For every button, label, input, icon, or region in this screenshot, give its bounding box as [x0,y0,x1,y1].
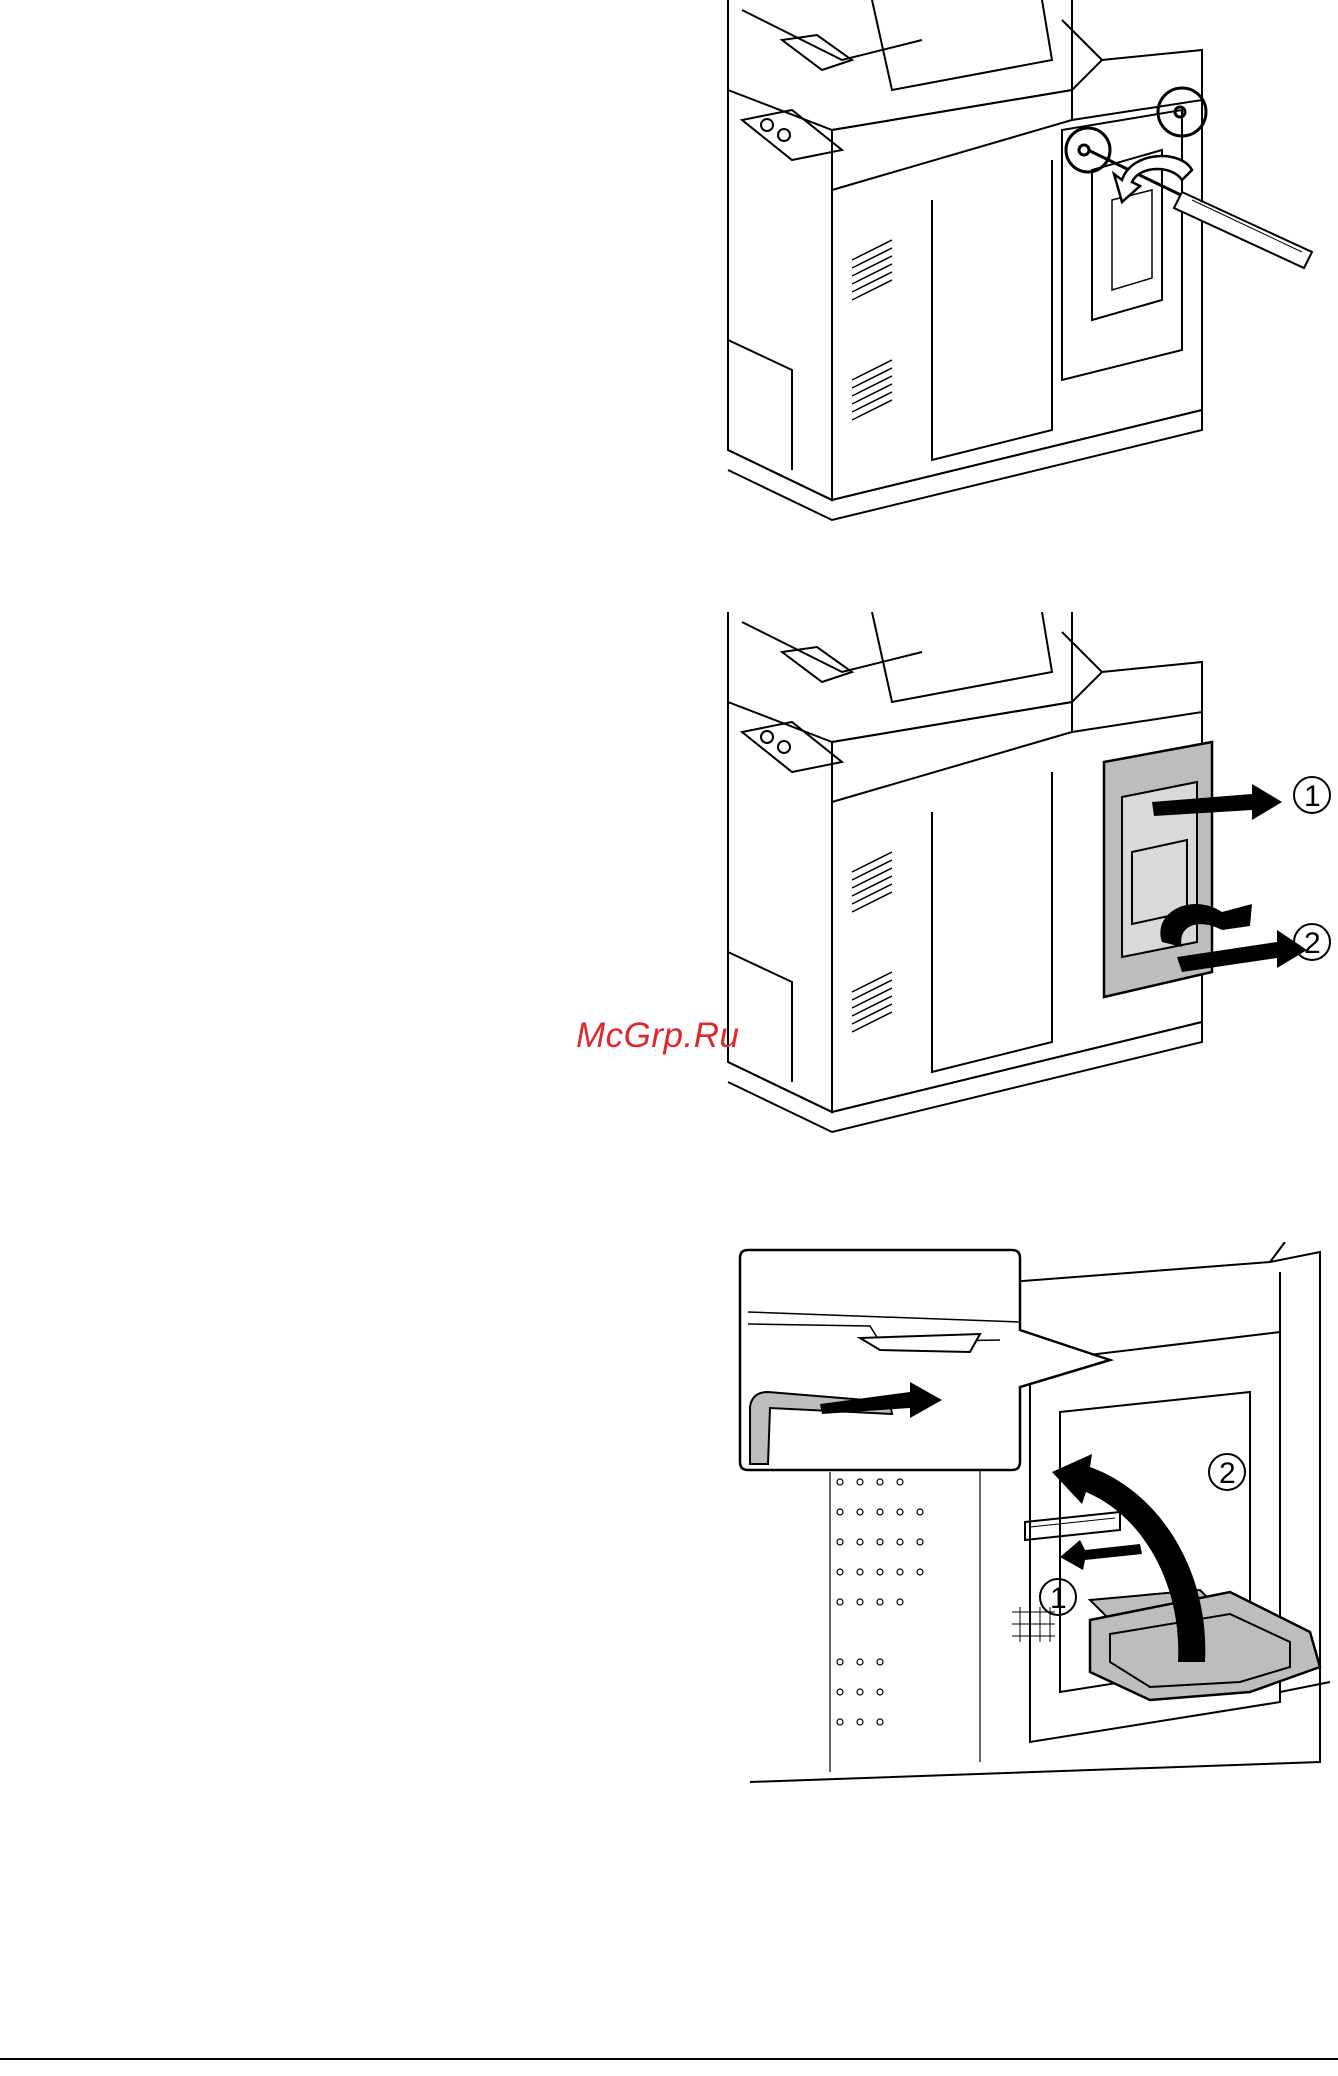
push-arrow-icon [1060,1540,1142,1570]
screw-icon [1066,88,1206,172]
detail-inset [740,1250,1110,1470]
callout-2-label: 2 [1219,1457,1236,1490]
callout-1-label: 1 [1050,1582,1067,1615]
figure-remove-cover: 1 2 [722,612,1338,1152]
figure-install-board: 1 2 [730,1242,1338,1802]
screwdriver-icon [1088,150,1312,268]
callout-1-label: 1 [1304,780,1321,813]
board-install-illustration: 1 2 [730,1242,1338,1802]
printer-illustration-1 [722,0,1338,540]
figure-remove-screws [722,0,1338,540]
perforation-pattern [830,1462,980,1772]
callout-2-label: 2 [1304,927,1321,960]
footer-rule [0,2058,1338,2060]
printer-illustration-2: 1 2 [722,612,1338,1152]
watermark: McGrp.Ru [576,1016,739,1056]
